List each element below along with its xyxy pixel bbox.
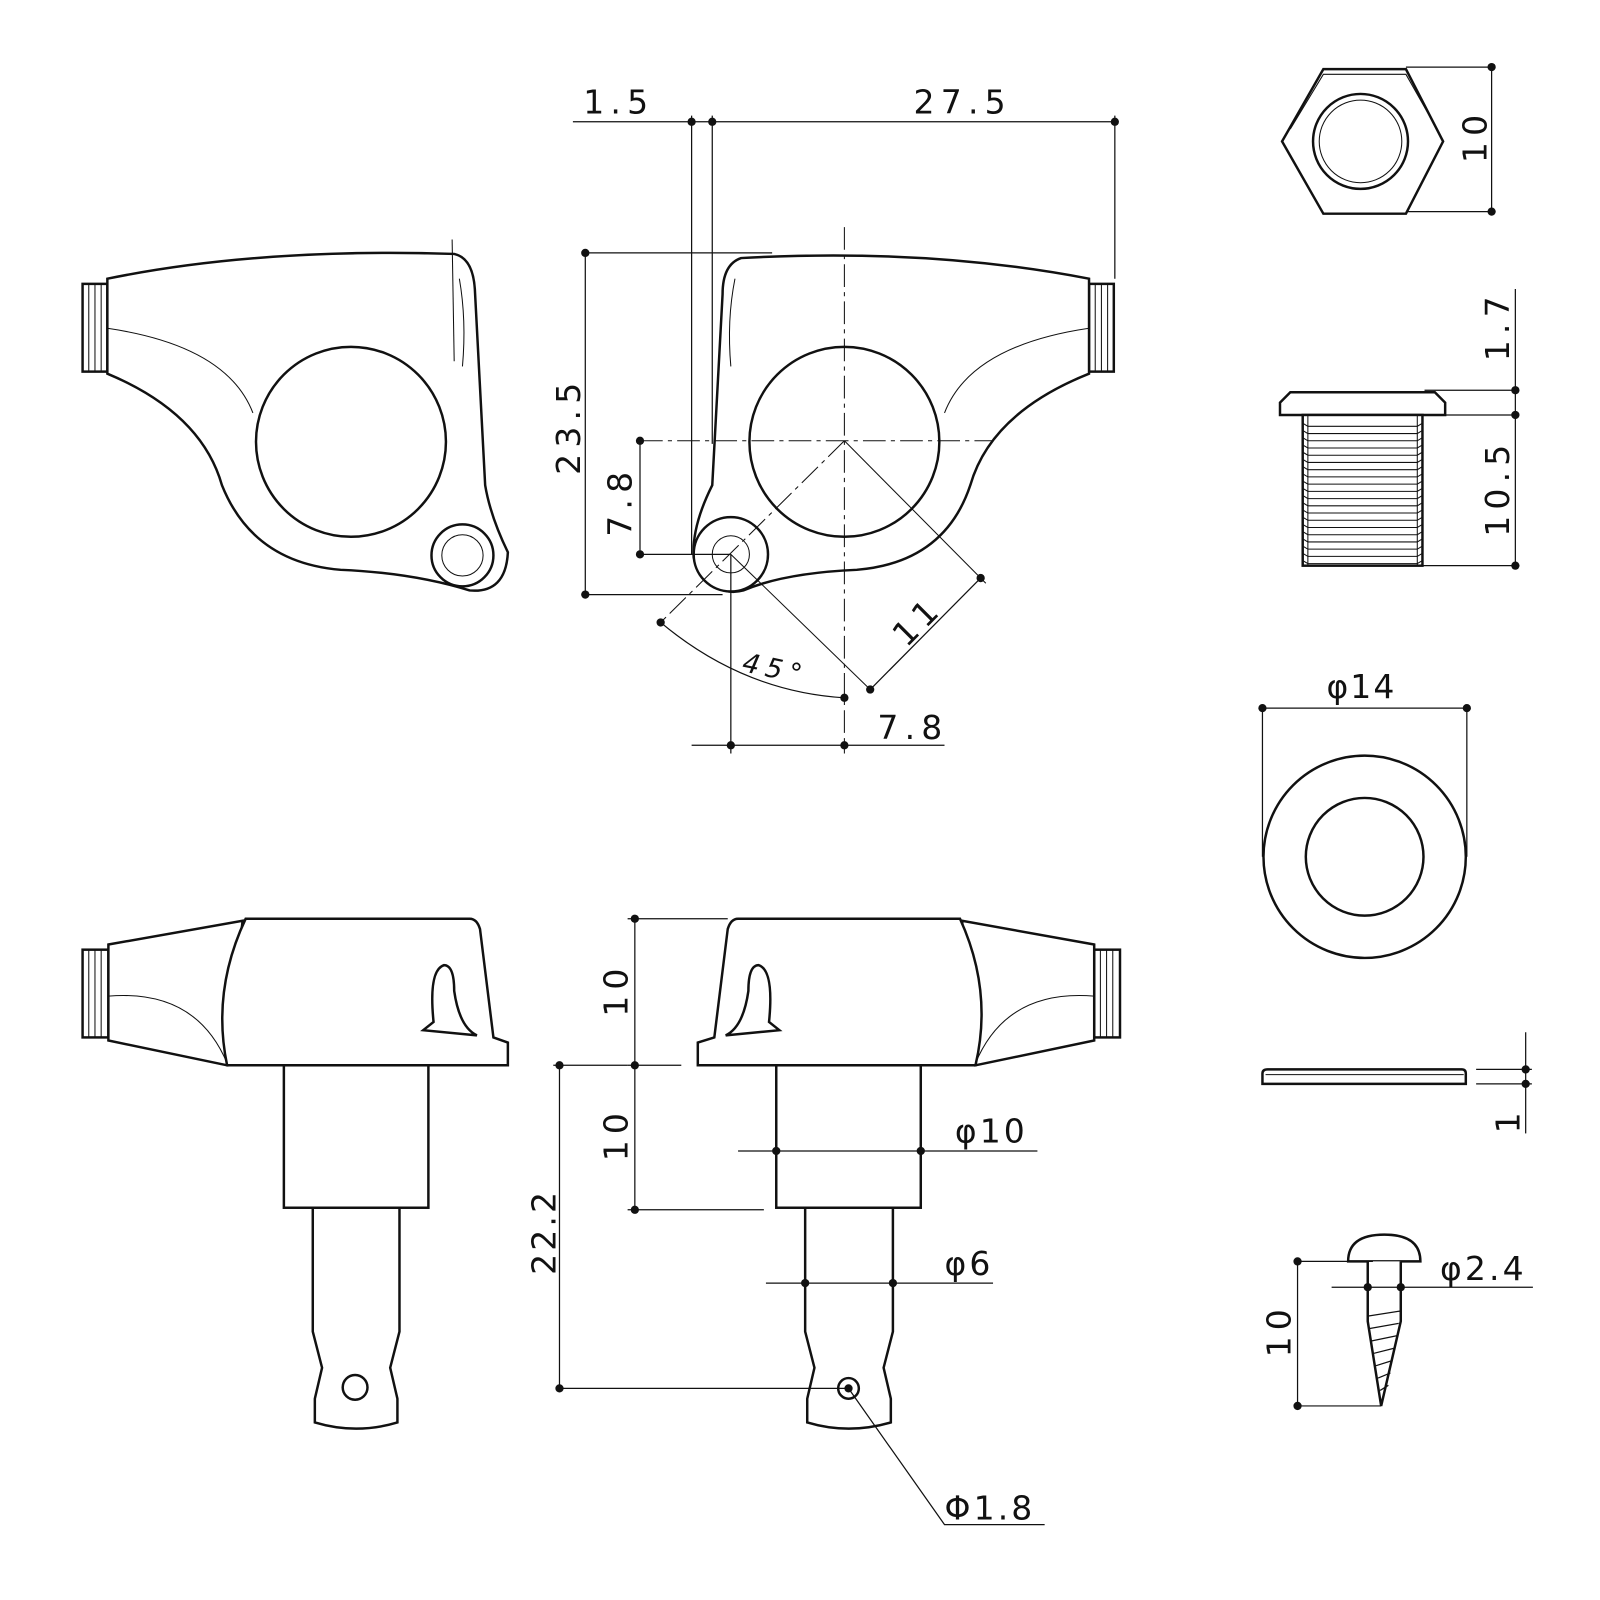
dim-nut-10: 10 bbox=[1455, 109, 1494, 163]
dim-shaft-10: 10 bbox=[597, 1107, 636, 1161]
dim-22-2: 22.2 bbox=[524, 1189, 563, 1275]
screw-thread bbox=[1379, 1384, 1389, 1391]
dim-45-degrees: 45° bbox=[740, 647, 811, 691]
dim-23-5: 23.5 bbox=[549, 377, 588, 475]
dim-phi-10: φ10 bbox=[955, 1112, 1028, 1151]
dim-block-10: 10 bbox=[597, 962, 636, 1016]
thread-line bbox=[1302, 560, 1423, 565]
dim-phi-2-4: φ2.4 bbox=[1440, 1249, 1527, 1288]
thread-line bbox=[1302, 487, 1423, 492]
dim-27-5: 27.5 bbox=[914, 83, 1012, 122]
thread-line bbox=[1302, 531, 1423, 536]
screw-thread bbox=[1367, 1310, 1401, 1317]
thread-line bbox=[1302, 430, 1423, 435]
tuner-front-view-left bbox=[81, 239, 510, 592]
dim-screw-10: 10 bbox=[1259, 1303, 1298, 1357]
thread-line bbox=[1302, 509, 1423, 514]
thread-line bbox=[1302, 545, 1423, 550]
dim-phi-14: φ14 bbox=[1326, 667, 1396, 706]
dim-7-8-horizontal: 7.8 bbox=[877, 708, 948, 747]
hex-nut: 10 bbox=[1280, 62, 1496, 216]
dim-phi-6: φ6 bbox=[945, 1244, 994, 1283]
thread-line bbox=[1302, 437, 1423, 442]
tuner-side-view-left bbox=[81, 917, 510, 1430]
screw: 10 φ2.4 bbox=[1259, 1233, 1533, 1411]
tuner-front-view-right bbox=[640, 227, 1116, 754]
thread-line bbox=[1302, 480, 1423, 485]
thread-line bbox=[1302, 552, 1423, 557]
washer: φ14 bbox=[1258, 667, 1471, 960]
screw-thread bbox=[1377, 1372, 1391, 1379]
thread-line bbox=[1302, 458, 1423, 463]
dim-1-5: 1.5 bbox=[583, 83, 654, 122]
dim-7-8-vertical: 7.8 bbox=[601, 466, 640, 537]
screw-thread bbox=[1371, 1335, 1397, 1342]
dim-1-7: 1.7 bbox=[1478, 290, 1517, 361]
thread-line bbox=[1302, 422, 1423, 427]
thread-line bbox=[1302, 451, 1423, 456]
dim-11: 11 bbox=[884, 588, 950, 654]
tuner-side-view-right bbox=[696, 917, 1122, 1430]
screw-thread bbox=[1369, 1322, 1399, 1330]
screw-thread bbox=[1373, 1347, 1395, 1354]
dim-washer-1: 1 bbox=[1488, 1106, 1527, 1133]
dim-10-5: 10.5 bbox=[1478, 438, 1517, 536]
side-dimensions: 10 10 22.2 φ10 φ6 Φ1.8 bbox=[524, 914, 1045, 1527]
thread-line bbox=[1302, 495, 1423, 500]
thread-line bbox=[1302, 538, 1423, 543]
thread-line bbox=[1302, 473, 1423, 478]
bushing: 1.7 10.5 bbox=[1278, 289, 1520, 570]
screw-thread bbox=[1375, 1359, 1393, 1367]
thread-line bbox=[1302, 444, 1423, 449]
thread-line bbox=[1302, 523, 1423, 528]
thread-line bbox=[1302, 502, 1423, 507]
thread-line bbox=[1302, 466, 1423, 471]
thread-line bbox=[1302, 516, 1423, 521]
top-dimensions: 1.5 27.5 23.5 7.8 11 45° 7.8 bbox=[549, 83, 1119, 754]
flat-washer: 1 bbox=[1261, 1032, 1532, 1134]
dim-phi-1-8: Φ1.8 bbox=[945, 1488, 1036, 1527]
